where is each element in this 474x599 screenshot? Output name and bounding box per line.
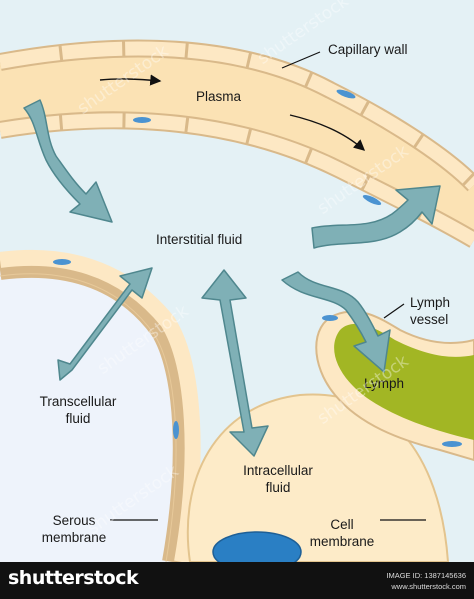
transcellular-label-line1: Transcellular [39, 394, 117, 409]
intracellular-label-line2: fluid [265, 480, 291, 495]
interstitial-fluid-label: Interstitial fluid [156, 232, 243, 247]
image-id: IMAGE ID: 1387145636 [386, 571, 466, 580]
shutterstock-logo: shutterstock [8, 567, 139, 589]
capillary-wall-label: Capillary wall [328, 42, 408, 57]
capillary-cell-nucleus [336, 89, 356, 99]
image-meta: IMAGE ID: 1387145636 www.shutterstock.co… [386, 570, 466, 592]
plasma-label: Plasma [196, 89, 242, 104]
cell-label-line2: membrane [309, 534, 375, 549]
body-fluid-compartments-diagram [0, 0, 474, 562]
serous-membrane-label: Serous membrane [32, 512, 116, 546]
cell-nucleus [212, 531, 302, 562]
intracellular-exchange-arrow [201, 269, 269, 457]
serous-label-line1: Serous [52, 513, 96, 528]
lymph-vessel-label-line1: Lymph [410, 295, 451, 310]
site-url: www.shutterstock.com [391, 582, 466, 591]
plasma-region [0, 48, 474, 241]
capillary-wall-leader [281, 51, 321, 69]
interstitial-to-capillary-arrow [311, 185, 441, 249]
lymph-vessel-label: Lymph vessel [410, 294, 470, 328]
capillary-to-interstitial-arrow [23, 99, 113, 223]
transcellular-fluid-label: Transcellular fluid [26, 393, 130, 427]
transcellular-label-line2: fluid [65, 411, 91, 426]
serous-cell-nucleus [53, 259, 71, 265]
transcellular-cavity [0, 249, 201, 562]
transcellular-exchange-arrow [57, 267, 153, 381]
interstitial-to-lymph-arrow [281, 271, 391, 373]
capillary-wall-upper [0, 41, 474, 190]
serous-label-line2: membrane [41, 530, 107, 545]
plasma-flow-arrow [99, 74, 162, 86]
serous-cell-nucleus [173, 421, 179, 439]
cell-label-line1: Cell [330, 517, 354, 532]
capillary-cell-nucleus [133, 117, 151, 123]
lymph-label: Lymph [364, 376, 405, 391]
intracellular-fluid-label: Intracellular fluid [228, 462, 328, 496]
lymph-cell-nucleus [442, 441, 462, 447]
cell-membrane-label: Cell membrane [298, 516, 386, 550]
lymph-vessel-label-line2: vessel [410, 312, 449, 327]
footer-bar: shutterstock IMAGE ID: 1387145636 www.sh… [0, 562, 474, 599]
plasma-flow-arrow [289, 114, 366, 151]
lymph-cell-nucleus [322, 315, 338, 321]
capillary-cell-nucleus [362, 194, 382, 206]
lymph-vessel-leader [383, 303, 405, 319]
intracellular-label-line1: Intracellular [243, 463, 313, 478]
serous-membrane-cells [0, 257, 193, 562]
